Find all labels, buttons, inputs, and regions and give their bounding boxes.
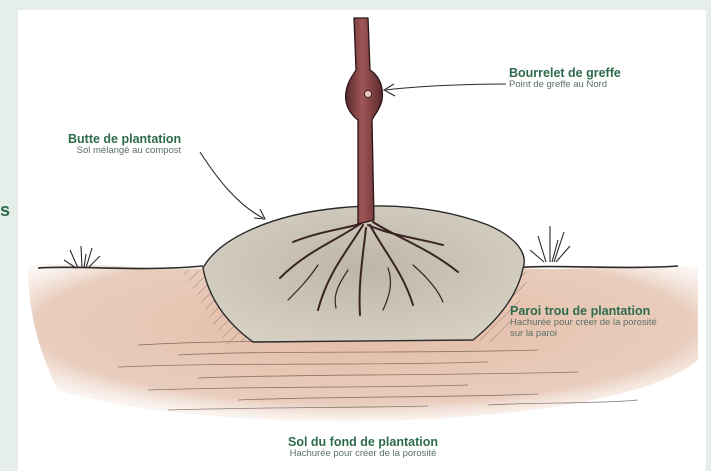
paroi-label: Paroi trou de plantation Hachurée pour c… <box>510 304 657 340</box>
graft-title: Bourrelet de greffe <box>509 66 621 80</box>
graft-label: Bourrelet de greffe Point de greffe au N… <box>509 66 621 91</box>
diagram-panel: Bourrelet de greffe Point de greffe au N… <box>18 10 706 471</box>
sol-subtitle: Hachurée pour créer de la porosité <box>218 449 508 460</box>
paroi-title: Paroi trou de plantation <box>510 304 657 318</box>
ground-line-right <box>513 266 678 268</box>
butte-subtitle: Sol mélangé au compost <box>68 146 181 157</box>
butte-arrow <box>200 152 265 219</box>
side-text-fragment: s <box>0 200 10 221</box>
graft-point <box>365 91 372 98</box>
planting-mound <box>203 206 524 342</box>
sol-title: Sol du fond de plantation <box>218 435 508 449</box>
paroi-subtitle-2: sur la paroi <box>510 329 657 340</box>
right-grass-tuft <box>530 226 570 262</box>
tree-trunk <box>346 18 383 224</box>
graft-subtitle: Point de greffe au Nord <box>509 80 621 91</box>
butte-label: Butte de plantation Sol mélangé au compo… <box>68 132 181 157</box>
sol-label: Sol du fond de plantation Hachurée pour … <box>218 435 508 460</box>
butte-title: Butte de plantation <box>68 132 181 146</box>
graft-arrow <box>384 84 506 96</box>
